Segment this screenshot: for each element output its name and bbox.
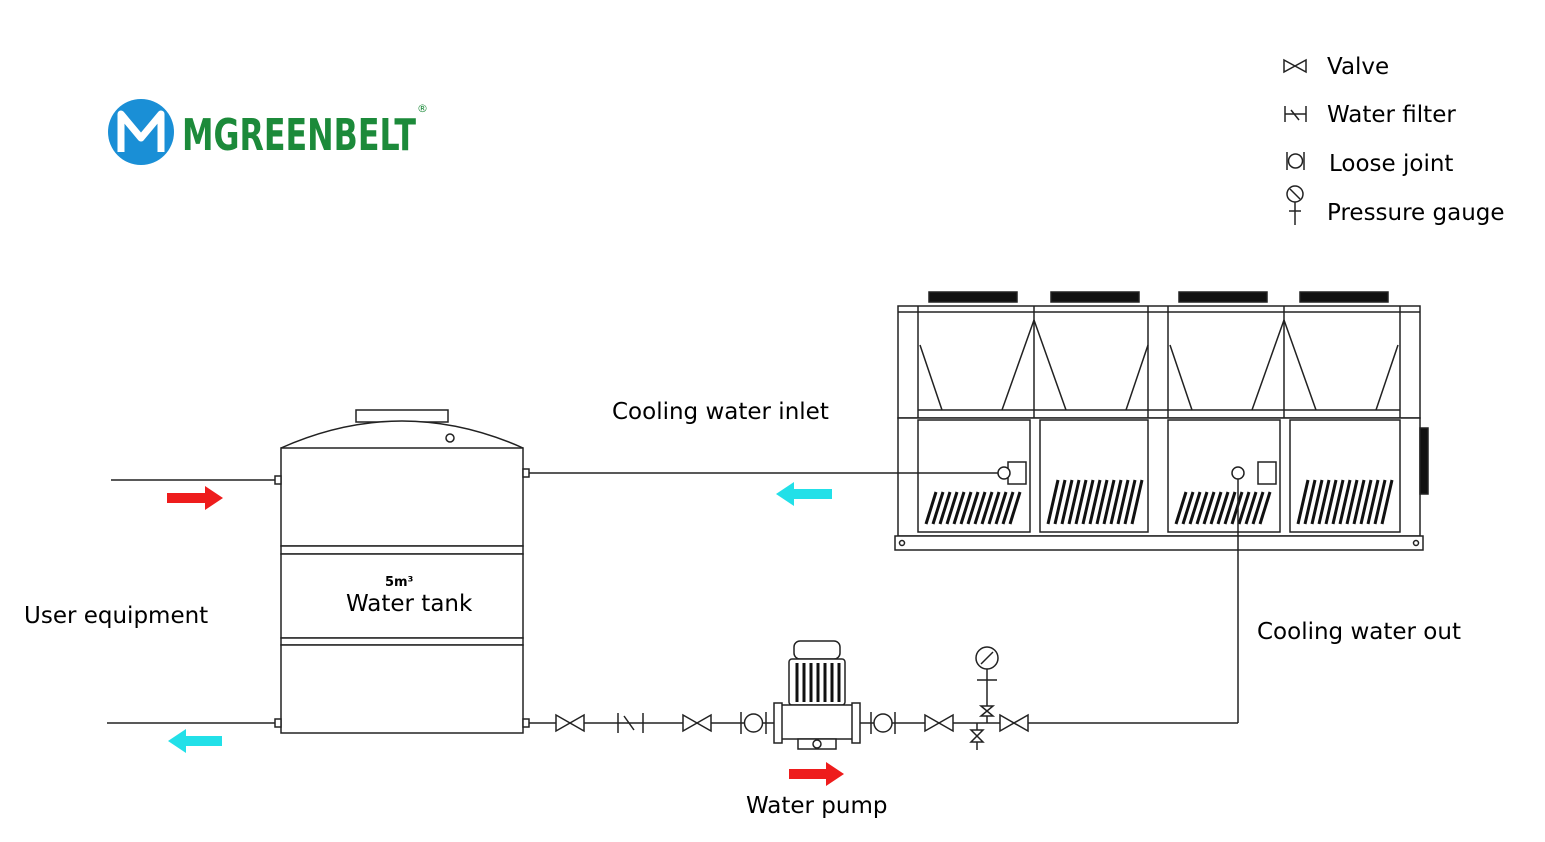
valve-icon (1283, 58, 1307, 74)
cold-water-arrow-icon (776, 482, 832, 506)
louver-slat (987, 491, 1001, 525)
loose-joint-icon (870, 712, 896, 734)
logo-m-icon (117, 110, 165, 152)
louver-slat (1209, 491, 1223, 525)
louver-slat (1345, 479, 1359, 525)
user-equipment-label: User equipment (24, 603, 208, 629)
louvers (924, 479, 1394, 525)
louver-slat (994, 491, 1008, 525)
legend-label-pressure-gauge: Pressure gauge (1327, 200, 1505, 226)
louver-slat (1001, 491, 1015, 525)
valve-icon (555, 713, 585, 733)
louver-slat (1338, 479, 1352, 525)
louver-slat (1324, 479, 1338, 525)
loose-joint-icon (1286, 152, 1305, 170)
louver-slat (1331, 479, 1345, 525)
louver-slat (1258, 491, 1272, 525)
legend-label-valve: Valve (1327, 54, 1389, 80)
legend-label-loose-joint: Loose joint (1329, 151, 1453, 177)
louver-slat (1116, 479, 1130, 525)
water-filter-icon (617, 713, 644, 733)
hot-water-arrow-icon (167, 486, 223, 510)
louver-slat (1296, 479, 1310, 525)
louver-slat (1216, 491, 1230, 525)
louver-slat (1223, 491, 1237, 525)
louver-slat (1237, 491, 1251, 525)
valve-icon (999, 713, 1029, 733)
louver-slat (924, 491, 938, 525)
louver-slat (1310, 479, 1324, 525)
flow-arrows (167, 482, 844, 786)
louver-slat (1088, 479, 1102, 525)
louver-slat (1095, 479, 1109, 525)
fan-cap-icon (1178, 291, 1268, 303)
legend (1283, 58, 1307, 225)
logo-registered: ® (417, 102, 428, 115)
fan-cap-icon (1050, 291, 1140, 303)
louver-slat (1380, 479, 1394, 525)
louver-slat (959, 491, 973, 525)
louver-slat (980, 491, 994, 525)
louver-slat (1060, 479, 1074, 525)
logo: MGREENBELT ® (108, 99, 428, 165)
louver-slat (1202, 491, 1216, 525)
louver-slat (945, 491, 959, 525)
louver-slat (1053, 479, 1067, 525)
louver-slat (1008, 491, 1022, 525)
louver-slat (938, 491, 952, 525)
pipe-fittings (555, 646, 1029, 750)
louver-slat (1130, 479, 1144, 525)
louver-slat (1123, 479, 1137, 525)
louver-slat (1109, 479, 1123, 525)
cold-water-arrow-icon (168, 729, 222, 753)
louver-slat (1046, 479, 1060, 525)
louver-slat (973, 491, 987, 525)
valve-icon (924, 713, 954, 733)
water-tank-label: Water tank (346, 591, 473, 617)
louver-slat (1081, 479, 1095, 525)
louver-slat (1352, 479, 1366, 525)
louver-slat (1067, 479, 1081, 525)
pressure-gauge-icon (969, 646, 999, 750)
water-pump-label: Water pump (746, 793, 887, 819)
louver-slat (1102, 479, 1116, 525)
louver-slat (1074, 479, 1088, 525)
water-tank (274, 409, 530, 734)
louver-slat (1188, 491, 1202, 525)
cooling-water-inlet-label: Cooling water inlet (612, 399, 829, 425)
air-cooled-chiller (894, 291, 1429, 551)
louver-slat (1230, 491, 1244, 525)
tank-volume-label: 5m³ (385, 575, 413, 590)
cooling-water-out-label: Cooling water out (1257, 619, 1461, 645)
louver-slat (1251, 491, 1265, 525)
water-filter-icon (1284, 106, 1307, 122)
fan-cap-icon (1299, 291, 1389, 303)
louver-slat (1244, 491, 1258, 525)
louver-slat (1366, 479, 1380, 525)
louver-slat (1359, 479, 1373, 525)
louver-slat (1195, 491, 1209, 525)
fan-cap-icon (928, 291, 1018, 303)
logo-brand: MGREENBELT (182, 110, 416, 161)
pressure-gauge-icon (1286, 185, 1304, 225)
louver-slat (931, 491, 945, 525)
legend-label-water-filter: Water filter (1327, 102, 1456, 128)
louver-slat (1373, 479, 1387, 525)
louver-slat (1181, 491, 1195, 525)
water-pump (773, 640, 861, 750)
louver-slat (1317, 479, 1331, 525)
louver-slat (1303, 479, 1317, 525)
louver-slat (1174, 491, 1188, 525)
louver-slat (966, 491, 980, 525)
valve-icon (682, 713, 712, 733)
loose-joint-icon (740, 712, 767, 734)
hot-water-arrow-icon (789, 762, 844, 786)
louver-slat (952, 491, 966, 525)
